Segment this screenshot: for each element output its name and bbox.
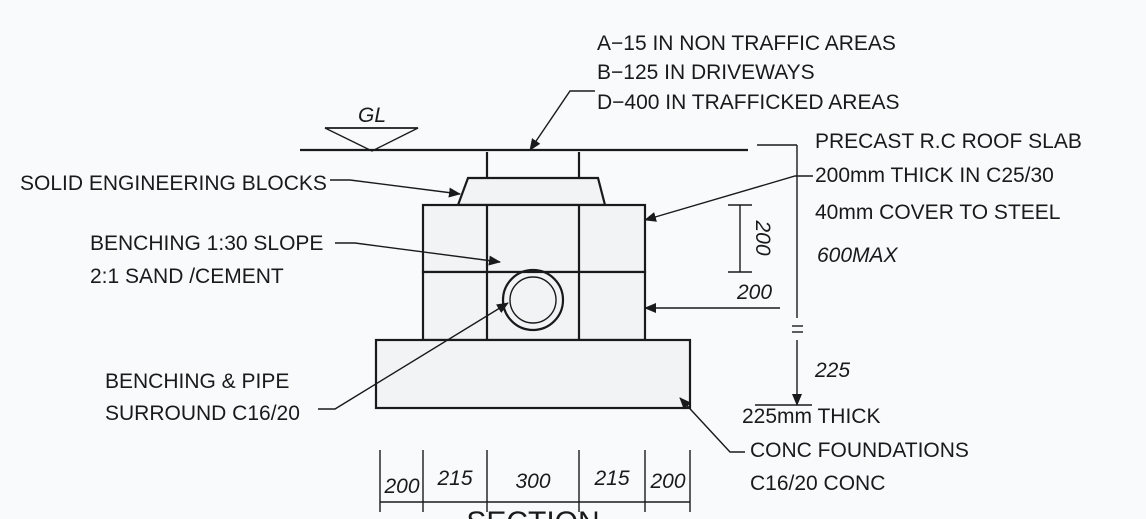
concrete-foundation	[374, 338, 692, 410]
pipe-inner	[509, 276, 557, 324]
bottom-dim-5: 200	[649, 470, 685, 493]
engineering-blocks	[456, 176, 607, 207]
foundation-note-3: C16/20 CONC	[750, 472, 885, 495]
load-note-a: A−15 IN NON TRAFFIC AREAS	[597, 32, 896, 55]
bottom-dim-3: 300	[515, 470, 550, 493]
benching-slope-note-2: 2:1 SAND /CEMENT	[90, 265, 284, 288]
chamber-walls	[421, 270, 647, 342]
roof-slab-leader	[644, 175, 813, 222]
benching-slope-note-1: BENCHING 1:30 SLOPE	[90, 232, 323, 255]
bottom-dim-2: 215	[436, 467, 472, 490]
solid-blocks-label: SOLID ENGINEERING BLOCKS	[20, 172, 327, 195]
foundation-thickness-label: 225	[814, 359, 850, 382]
foundation-note-2: CONC FOUNDATIONS	[750, 439, 969, 462]
wall-thickness-label: 200	[736, 281, 772, 304]
ground-level-triangle	[324, 127, 419, 152]
foundation-leader	[679, 397, 745, 453]
pipe-outer	[501, 268, 565, 332]
solid-blocks-leader	[330, 179, 461, 198]
section-title: SECTION	[466, 506, 599, 519]
roof-slab-note-2: 200mm THICK IN C25/30	[815, 164, 1054, 187]
roof-slab-note-3: 40mm COVER TO STEEL	[815, 201, 1060, 224]
load-note-d: D−400 IN TRAFFICKED AREAS	[597, 91, 899, 114]
roof-slab	[421, 203, 647, 274]
ground-level-label: GL	[358, 104, 386, 127]
benching-pipe-note-2: SURROUND C16/20	[105, 402, 300, 425]
benching-slope-leader	[335, 242, 501, 266]
bottom-dim-1: 200	[383, 475, 419, 498]
benching-pipe-leader	[318, 302, 509, 410]
foundation-note-1: 225mm THICK	[742, 405, 880, 428]
roof-slab-note-1: PRECAST R.C ROOF SLAB	[815, 130, 1082, 153]
benching-pipe-note-1: BENCHING & PIPE	[105, 370, 289, 393]
slab-thickness-label: 200	[751, 219, 774, 255]
load-note-b: B−125 IN DRIVEWAYS	[597, 61, 815, 84]
max-depth-label: 600MAX	[817, 244, 899, 267]
load-note-leader	[529, 90, 595, 151]
bottom-dim-4: 215	[593, 467, 629, 490]
